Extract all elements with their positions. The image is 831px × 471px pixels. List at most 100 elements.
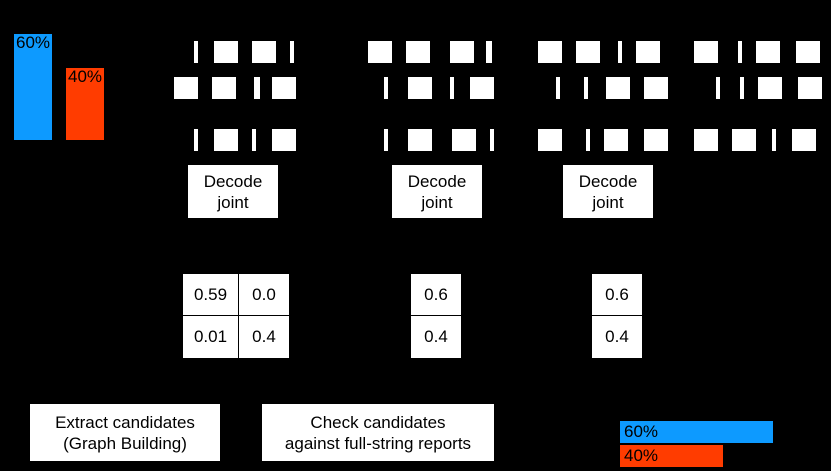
block-row [368,41,518,63]
block-thin [738,41,742,63]
block-wide [636,41,660,63]
block-thin [618,41,622,63]
block-wide [272,129,296,151]
block-row [694,41,831,63]
block-wide [576,41,600,63]
block-thin [716,77,720,99]
block-thin [556,77,560,99]
block-wide [408,129,432,151]
block-wide [756,41,780,63]
decode-joint-line2: joint [421,192,453,212]
block-wide [368,41,392,63]
probability-matrix-2x2: 0.59 0.0 0.01 0.4 [183,274,289,358]
check-candidates-line1: Check candidates [310,412,446,432]
check-candidates-line2: against full-string reports [284,433,472,453]
block-row [368,129,518,151]
vertical-bar-orange: 40% [66,68,104,140]
block-wide [758,77,782,99]
decode-joint-line2: joint [217,192,249,212]
block-group-4 [694,0,831,160]
decode-joint-line1: Decode [203,171,263,191]
block-wide [796,41,820,63]
check-candidates-box: Check candidates against full-string rep… [262,404,494,461]
extract-candidates-line1: Extract candidates [55,412,195,432]
decode-joint-box-1: Decode joint [188,165,278,218]
block-wide [450,41,474,63]
matrix-cell: 0.59 [183,274,239,316]
block-medium [254,77,260,99]
block-wide [272,77,296,99]
block-thin [584,77,588,99]
block-wide [644,129,668,151]
block-row [694,129,831,151]
block-thin [772,129,776,151]
block-thin [252,129,256,151]
block-wide [452,129,476,151]
block-wide [694,41,718,63]
block-wide [214,41,238,63]
block-wide [470,77,494,99]
block-wide [538,129,562,151]
decode-joint-line2: joint [592,192,624,212]
block-row [174,77,330,99]
block-thin [384,77,388,99]
probability-matrix-column-a: 0.6 0.4 [411,274,461,358]
block-row [538,77,688,99]
vertical-bar-orange-label: 40% [68,67,103,86]
vertical-bar-chart: 60% 40% [14,34,114,140]
block-group-2 [368,0,518,160]
block-thin [740,77,744,99]
matrix-cell: 0.4 [239,316,289,358]
block-wide [406,41,430,63]
block-wide [694,129,718,151]
horizontal-bar-blue: 60% [620,421,773,443]
matrix-cell: 0.4 [411,316,461,358]
vertical-bar-blue-label: 60% [16,33,51,52]
extract-candidates-box: Extract candidates (Graph Building) [30,404,220,461]
block-wide [606,77,630,99]
block-row [538,41,688,63]
matrix-cell: 0.01 [183,316,239,358]
block-medium [486,41,492,63]
block-wide [214,129,238,151]
decode-joint-line1: Decode [578,171,638,191]
block-row [368,77,518,99]
block-wide [252,41,276,63]
matrix-cell: 0.4 [592,316,642,358]
block-group-1 [174,0,330,160]
block-thin [586,129,590,151]
block-group-3 [538,0,688,160]
block-thin [450,77,454,99]
block-thin [194,41,198,63]
block-wide [798,77,822,99]
decode-joint-box-3: Decode joint [563,165,653,218]
vertical-bar-blue: 60% [14,34,52,140]
decode-joint-line1: Decode [407,171,467,191]
horizontal-bar-chart: 60% 40% [620,421,825,467]
block-row [694,77,831,99]
block-row [190,129,330,151]
block-wide [212,77,236,99]
block-row [190,41,330,63]
block-wide [408,77,432,99]
probability-matrix-column-b: 0.6 0.4 [592,274,642,358]
block-wide [174,77,198,99]
horizontal-bar-blue-label: 60% [624,422,659,441]
block-wide [538,41,562,63]
block-thin [194,129,198,151]
matrix-cell: 0.6 [592,274,642,316]
horizontal-bar-orange: 40% [620,445,723,467]
block-wide [792,129,816,151]
block-wide [644,77,668,99]
extract-candidates-line2: (Graph Building) [63,433,187,453]
matrix-cell: 0.6 [411,274,461,316]
block-thin [490,129,494,151]
block-wide [732,129,756,151]
block-wide [604,129,628,151]
block-thin [290,41,294,63]
decode-joint-box-2: Decode joint [392,165,482,218]
matrix-cell: 0.0 [239,274,289,316]
block-row [538,129,688,151]
block-thin [384,129,388,151]
